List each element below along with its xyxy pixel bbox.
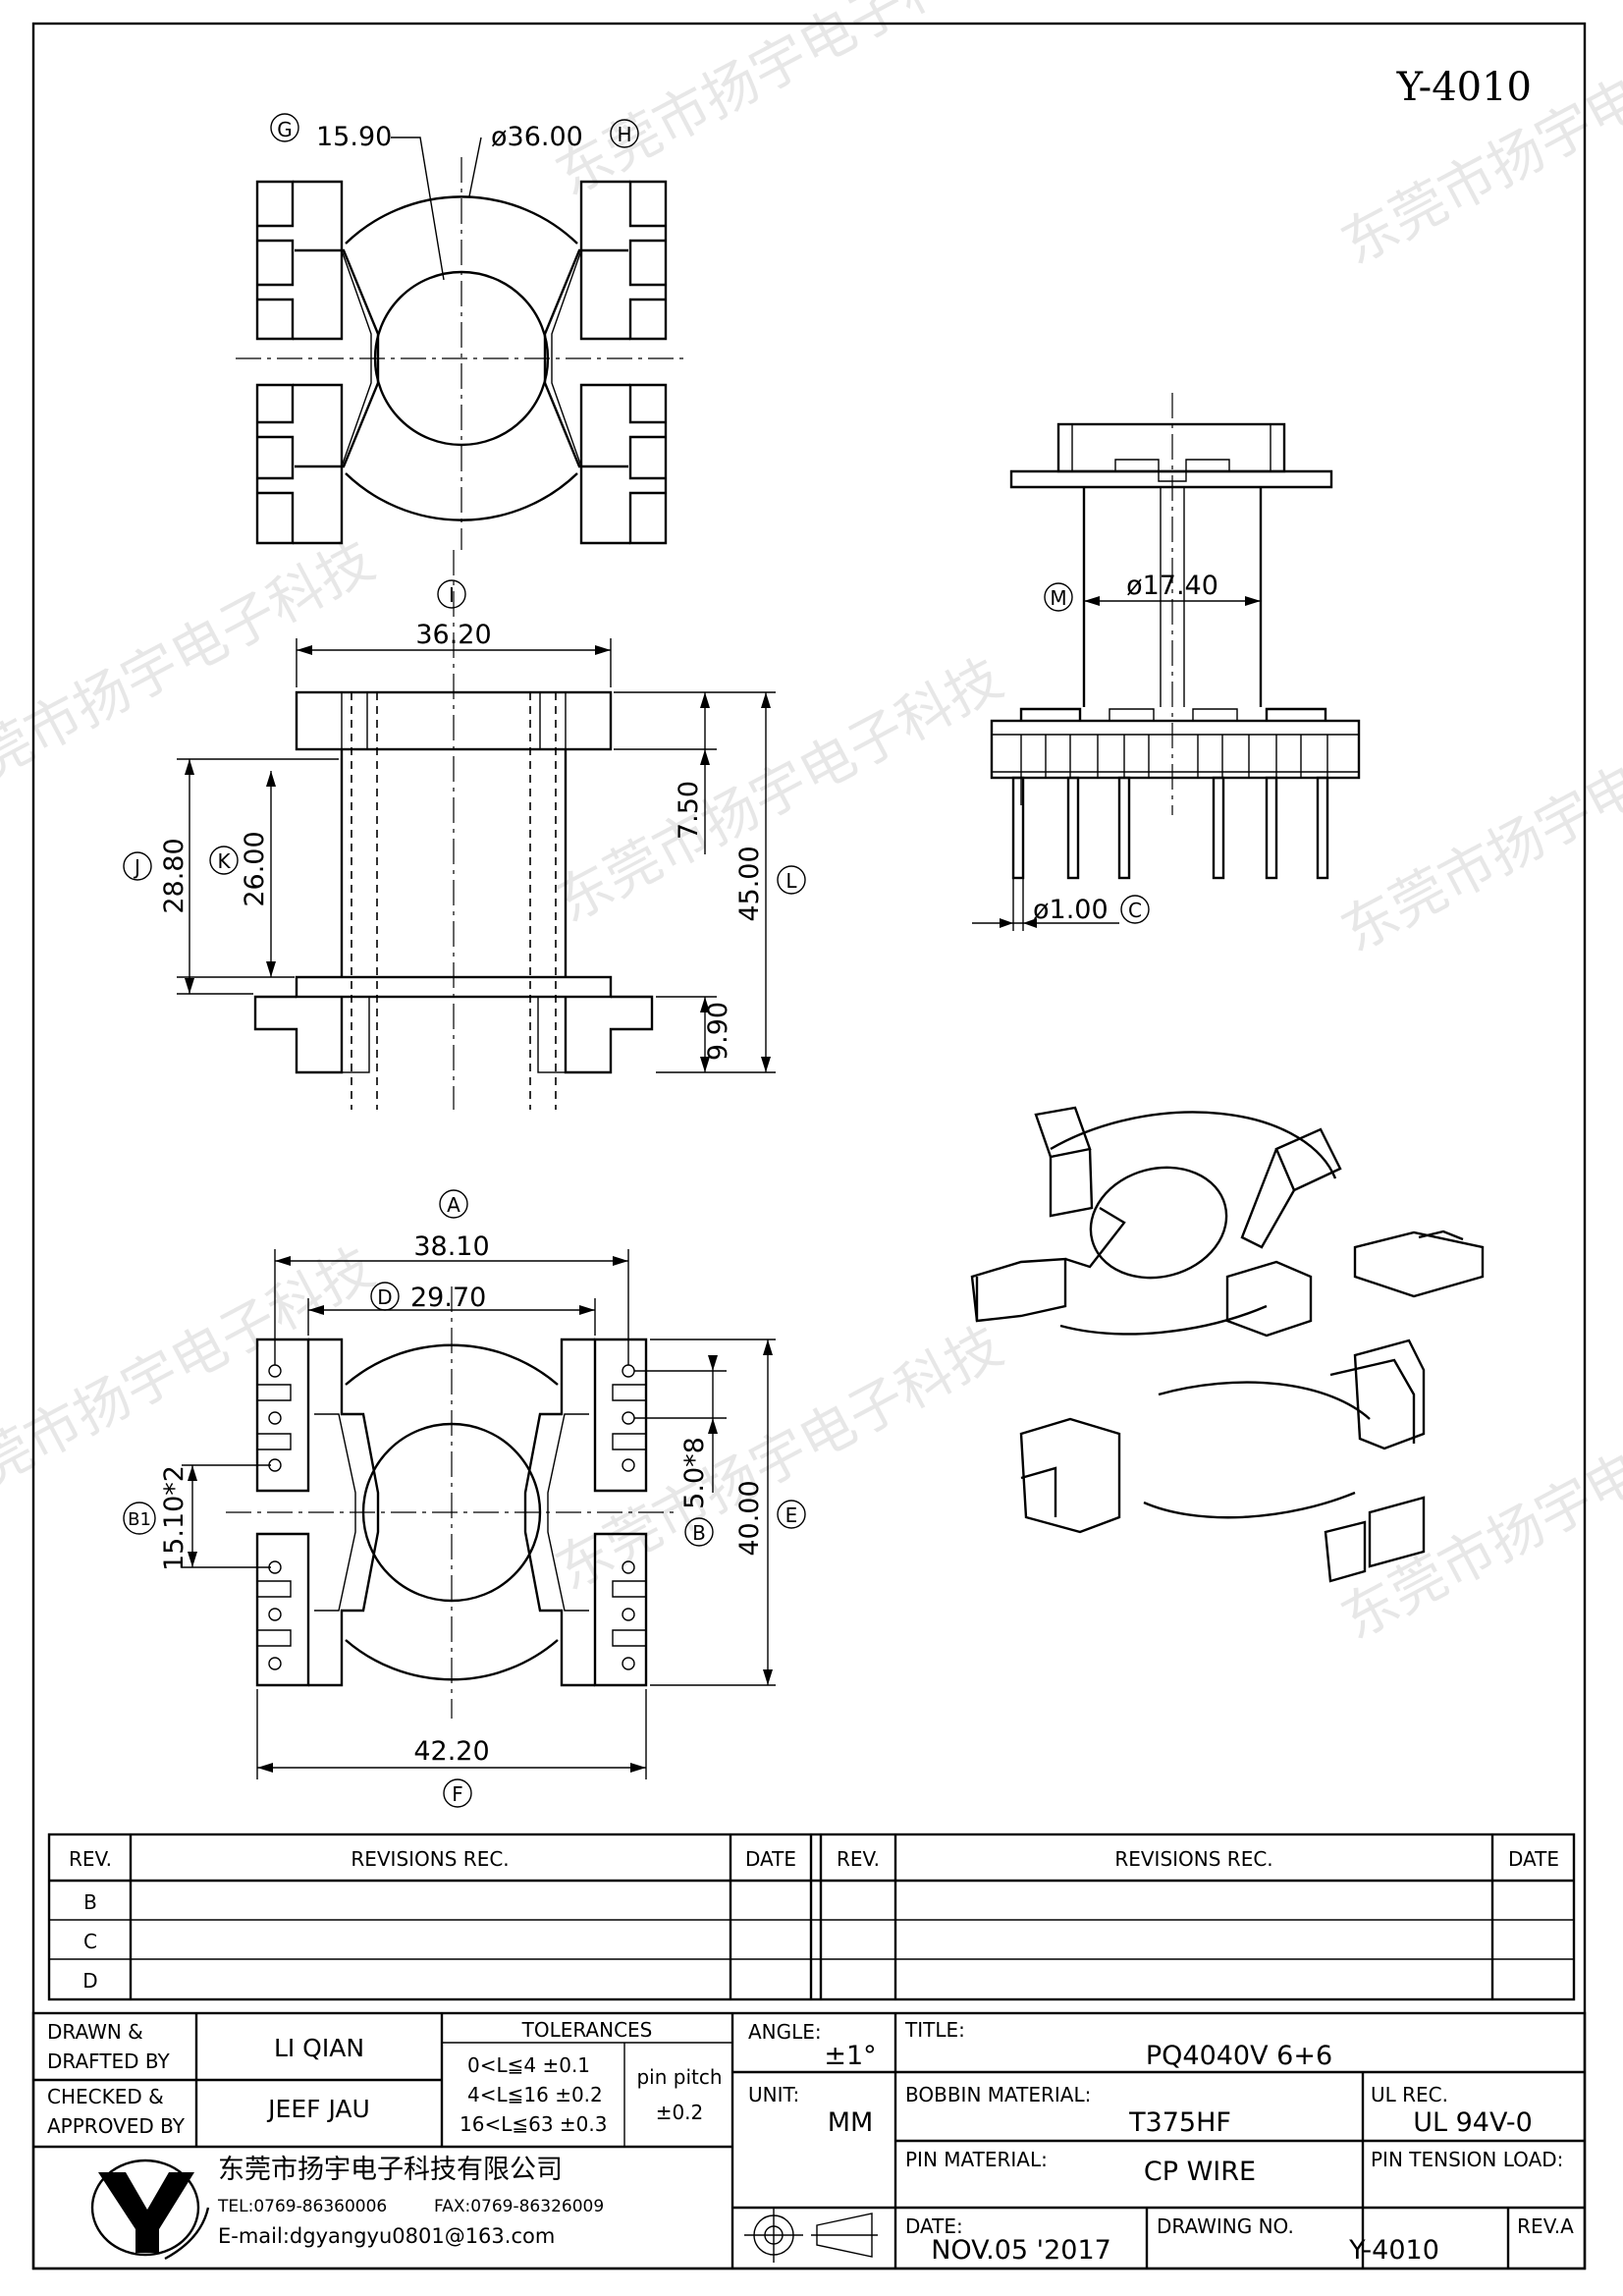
pin-material-value: CP WIRE: [1144, 2157, 1256, 2187]
callout-d: D: [377, 1285, 392, 1309]
tolerances-label: TOLERANCES: [521, 2018, 653, 2042]
callout-b1: B1: [128, 1509, 151, 1530]
watermark-text: 东莞市扬宇电子科技: [546, 646, 1013, 935]
rev-header-left: REV.: [69, 1847, 112, 1871]
drawn-by-value: LI QIAN: [274, 2034, 364, 2062]
checked-label: CHECKED &: [47, 2085, 164, 2108]
dim-h-value: ø36.00: [491, 122, 583, 152]
tolerance-row: 4<L≦16 ±0.2: [467, 2083, 603, 2106]
rev-value: REV.A: [1517, 2214, 1574, 2238]
dim-l-value: 45.00: [734, 846, 765, 921]
dim-j-value: 28.80: [159, 838, 189, 913]
rev-row-label: D: [82, 1969, 97, 1993]
ul-rec-label: UL REC.: [1371, 2083, 1448, 2106]
company-name: 东莞市扬宇电子科技有限公司: [218, 2155, 563, 2185]
rev-row-label: C: [83, 1930, 97, 1953]
watermark-layer: 东莞市扬宇电子科技 东莞市扬宇电子科技 东莞市扬宇电子科技 东莞市扬宇电子科技 …: [0, 0, 1623, 1652]
bobbin-material-label: BOBBIN MATERIAL:: [905, 2083, 1091, 2106]
date-header-left: DATE: [745, 1847, 796, 1871]
approved-label: APPROVED BY: [47, 2114, 186, 2138]
pin-tension-load-label: PIN TENSION LOAD:: [1371, 2148, 1563, 2171]
ul-rec-value: UL 94V-0: [1413, 2107, 1533, 2138]
callout-b: B: [692, 1521, 706, 1545]
dim-bottom-flange-value: 9.90: [703, 1002, 733, 1061]
checked-by-value: JEEF JAU: [266, 2095, 370, 2123]
callout-f: F: [452, 1782, 463, 1806]
tolerance-row: 0<L≦4 ±0.1: [467, 2053, 590, 2077]
tolerance-row: 16<L≦63 ±0.3: [460, 2112, 607, 2136]
isometric-view: [970, 1106, 1485, 1583]
callout-i: I: [449, 583, 455, 607]
rec-header-right: REVISIONS REC.: [1114, 1847, 1272, 1871]
unit-value: MM: [828, 2107, 874, 2138]
watermark-text: 东莞市扬宇电子科技: [1331, 0, 1623, 277]
date-header-right: DATE: [1508, 1847, 1559, 1871]
watermark-text: 东莞市扬宇电子科技: [546, 0, 1013, 208]
callout-g: G: [277, 118, 293, 141]
projection-symbol-icon: [744, 2208, 878, 2263]
top-view: G 15.90 ø36.00 H: [236, 113, 687, 550]
side-view: 36.20 I 28.80 26.00 J K 7.50 45.00 L 9.9…: [123, 550, 806, 1110]
dim-b-value: 5.0*8: [679, 1437, 710, 1509]
drafted-label: DRAFTED BY: [47, 2050, 171, 2073]
pin-pitch-label: pin pitch: [636, 2065, 722, 2089]
rev-row-label: B: [83, 1890, 97, 1914]
front-view: ø17.40 M ø1.00 C: [972, 393, 1361, 931]
rev-header-right: REV.: [837, 1847, 880, 1871]
drawing-no-value: Y-4010: [1348, 2235, 1439, 2266]
bobbin-material-value: T375HF: [1128, 2107, 1231, 2138]
angle-label: ANGLE:: [748, 2020, 822, 2044]
dim-d-value: 29.70: [410, 1283, 486, 1313]
watermark-text: 东莞市扬宇电子科技: [1331, 1363, 1623, 1652]
title-value: PQ4040V 6+6: [1146, 2041, 1332, 2071]
callout-l: L: [785, 869, 797, 893]
dim-k-value: 26.00: [240, 831, 270, 906]
dim-i-value: 36.20: [415, 620, 491, 650]
company-tel: TEL:0769-86360006: [217, 2197, 387, 2216]
company-logo: [90, 2159, 210, 2261]
dim-e-value: 40.00: [734, 1480, 765, 1556]
revisions-table: REV. REVISIONS REC. DATE REV. REVISIONS …: [47, 1832, 1576, 2001]
dim-a-value: 38.10: [413, 1231, 489, 1262]
pin-pitch-value: ±0.2: [656, 2101, 704, 2124]
callout-m: M: [1050, 586, 1066, 610]
pin-material-label: PIN MATERIAL:: [905, 2148, 1048, 2171]
dim-c-value: ø1.00: [1033, 895, 1109, 925]
company-email: E-mail:dgyangyu0801@163.com: [218, 2224, 555, 2248]
callout-k: K: [217, 849, 231, 873]
drawn-label: DRAWN &: [47, 2020, 143, 2044]
unit-label: UNIT:: [748, 2083, 799, 2106]
sheet-border: [31, 22, 1587, 2270]
drawing-no-label: DRAWING NO.: [1157, 2214, 1294, 2238]
title-label: TITLE:: [904, 2018, 965, 2042]
title-block: DRAWN & DRAFTED BY LI QIAN CHECKED & APP…: [31, 2011, 1587, 2270]
date-value: NOV.05 '2017: [931, 2235, 1111, 2266]
dim-g-value: 15.90: [316, 122, 392, 152]
callout-h: H: [617, 123, 631, 146]
drawing-code: Y-4010: [1396, 65, 1532, 110]
callout-c: C: [1128, 899, 1142, 922]
date-label: DATE:: [905, 2214, 963, 2238]
bottom-view: 38.10 A D 29.70 15.10*2 B1 5.0*8 B 40.00: [123, 1189, 806, 1808]
callout-a: A: [447, 1193, 460, 1217]
watermark-text: 东莞市扬宇电子科技: [1331, 676, 1623, 964]
dim-f-value: 42.20: [413, 1736, 489, 1767]
callout-e: E: [785, 1503, 798, 1527]
angle-value: ±1°: [824, 2041, 876, 2071]
rec-header-left: REVISIONS REC.: [351, 1847, 509, 1871]
callout-j: J: [133, 855, 140, 879]
watermark-text: 东莞市扬宇电子科技: [546, 1314, 1013, 1603]
dim-m-value: ø17.40: [1126, 571, 1218, 601]
company-fax: FAX:0769-86326009: [434, 2197, 604, 2216]
dim-top-flange-value: 7.50: [674, 781, 704, 840]
dim-b1-value: 15.10*2: [159, 1465, 189, 1571]
